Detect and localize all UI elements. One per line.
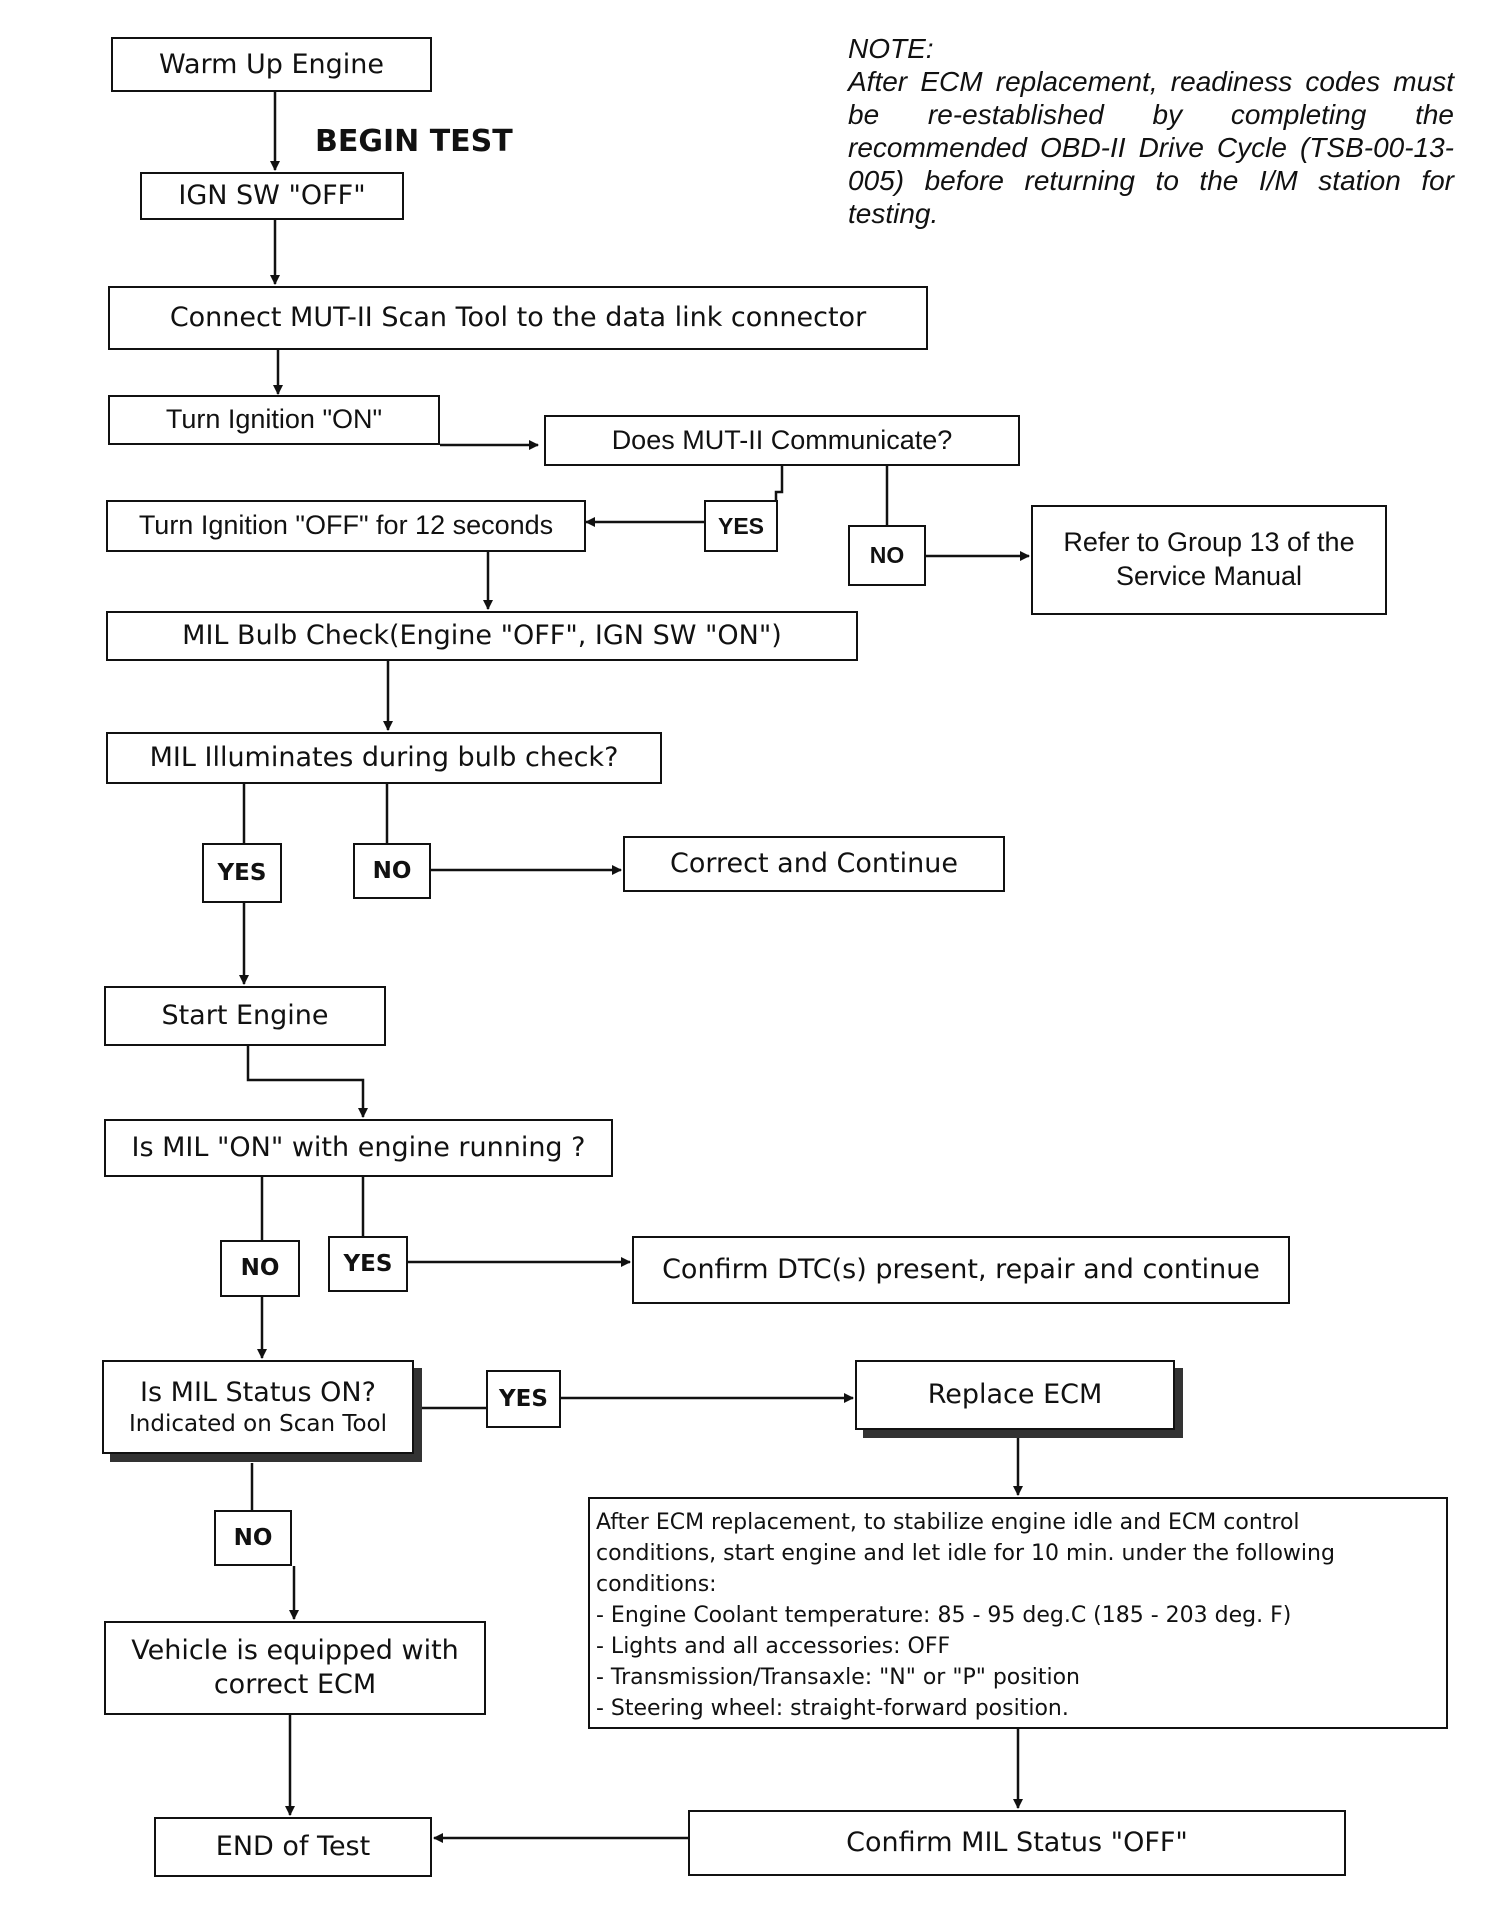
label-no-communicate: NO [848, 525, 926, 586]
decision-mil-status-on: Is MIL Status ON? Indicated on Scan Tool [102, 1360, 414, 1454]
label-yes-mil-running: YES [328, 1236, 408, 1292]
step-confirm-mil-status-off: Confirm MIL Status "OFF" [688, 1810, 1346, 1876]
instruction-line: - Lights and all accessories: OFF [596, 1634, 951, 1659]
decision-mut-ii-communicate: Does MUT-II Communicate? [544, 415, 1020, 466]
instruction-line: - Transmission/Transaxle: "N" or "P" pos… [596, 1665, 1080, 1690]
label-yes-status: YES [486, 1370, 561, 1428]
step-start-engine: Start Engine [104, 986, 386, 1046]
instruction-line: After ECM replacement, to stabilize engi… [596, 1510, 1300, 1535]
instruction-line: - Engine Coolant temperature: 85 - 95 de… [596, 1603, 1292, 1628]
step-refer-group-13: Refer to Group 13 of the Service Manual [1031, 505, 1387, 615]
step-correct-and-continue: Correct and Continue [623, 836, 1005, 892]
step-turn-ignition-off-12s: Turn Ignition "OFF" for 12 seconds [106, 500, 586, 552]
status-line-2: Indicated on Scan Tool [128, 1410, 388, 1437]
label-yes-communicate: YES [704, 500, 778, 552]
equipped-line-1: Vehicle is equipped with [131, 1635, 459, 1667]
step-connect-scan-tool: Connect MUT-II Scan Tool to the data lin… [108, 286, 928, 350]
refer-line-1: Refer to Group 13 of the [1063, 527, 1355, 558]
label-yes-illuminates: YES [202, 843, 282, 903]
refer-line-2: Service Manual [1115, 561, 1303, 591]
decision-mil-illuminates: MIL Illuminates during bulb check? [106, 732, 662, 784]
label-no-illuminates: NO [353, 843, 431, 899]
begin-test-label: BEGIN TEST [315, 124, 513, 159]
instruction-line: conditions: [596, 1572, 717, 1597]
after-replacement-instructions: After ECM replacement, to stabilize engi… [588, 1497, 1448, 1729]
decision-mil-on-engine-running: Is MIL "ON" with engine running ? [104, 1119, 613, 1177]
note-label: NOTE: [848, 33, 934, 64]
step-ign-sw-off: IGN SW "OFF" [140, 172, 404, 220]
step-mil-bulb-check: MIL Bulb Check(Engine "OFF", IGN SW "ON"… [106, 611, 858, 661]
step-replace-ecm: Replace ECM [855, 1360, 1175, 1430]
status-line-1: Is MIL Status ON? [140, 1376, 376, 1408]
equipped-line-2: correct ECM [213, 1669, 377, 1700]
line-communicate-to-yes [774, 466, 784, 500]
instruction-line: conditions, start engine and let idle fo… [596, 1541, 1335, 1566]
instruction-line: - Steering wheel: straight-forward posit… [596, 1696, 1069, 1721]
note-body: After ECM replacement, readiness codes m… [848, 66, 1454, 229]
step-warm-up-engine: Warm Up Engine [111, 37, 432, 92]
step-end-of-test: END of Test [154, 1817, 432, 1877]
step-confirm-dtc-present: Confirm DTC(s) present, repair and conti… [632, 1236, 1290, 1304]
step-vehicle-equipped-correct-ecm: Vehicle is equipped with correct ECM [104, 1621, 486, 1715]
step-turn-ignition-on: Turn Ignition "ON" [108, 395, 440, 445]
note: NOTE: After ECM replacement, readiness c… [848, 32, 1454, 230]
label-no-mil-running: NO [220, 1240, 300, 1297]
arrow-start-to-milrunning [246, 1046, 368, 1118]
label-no-status: NO [214, 1510, 292, 1566]
